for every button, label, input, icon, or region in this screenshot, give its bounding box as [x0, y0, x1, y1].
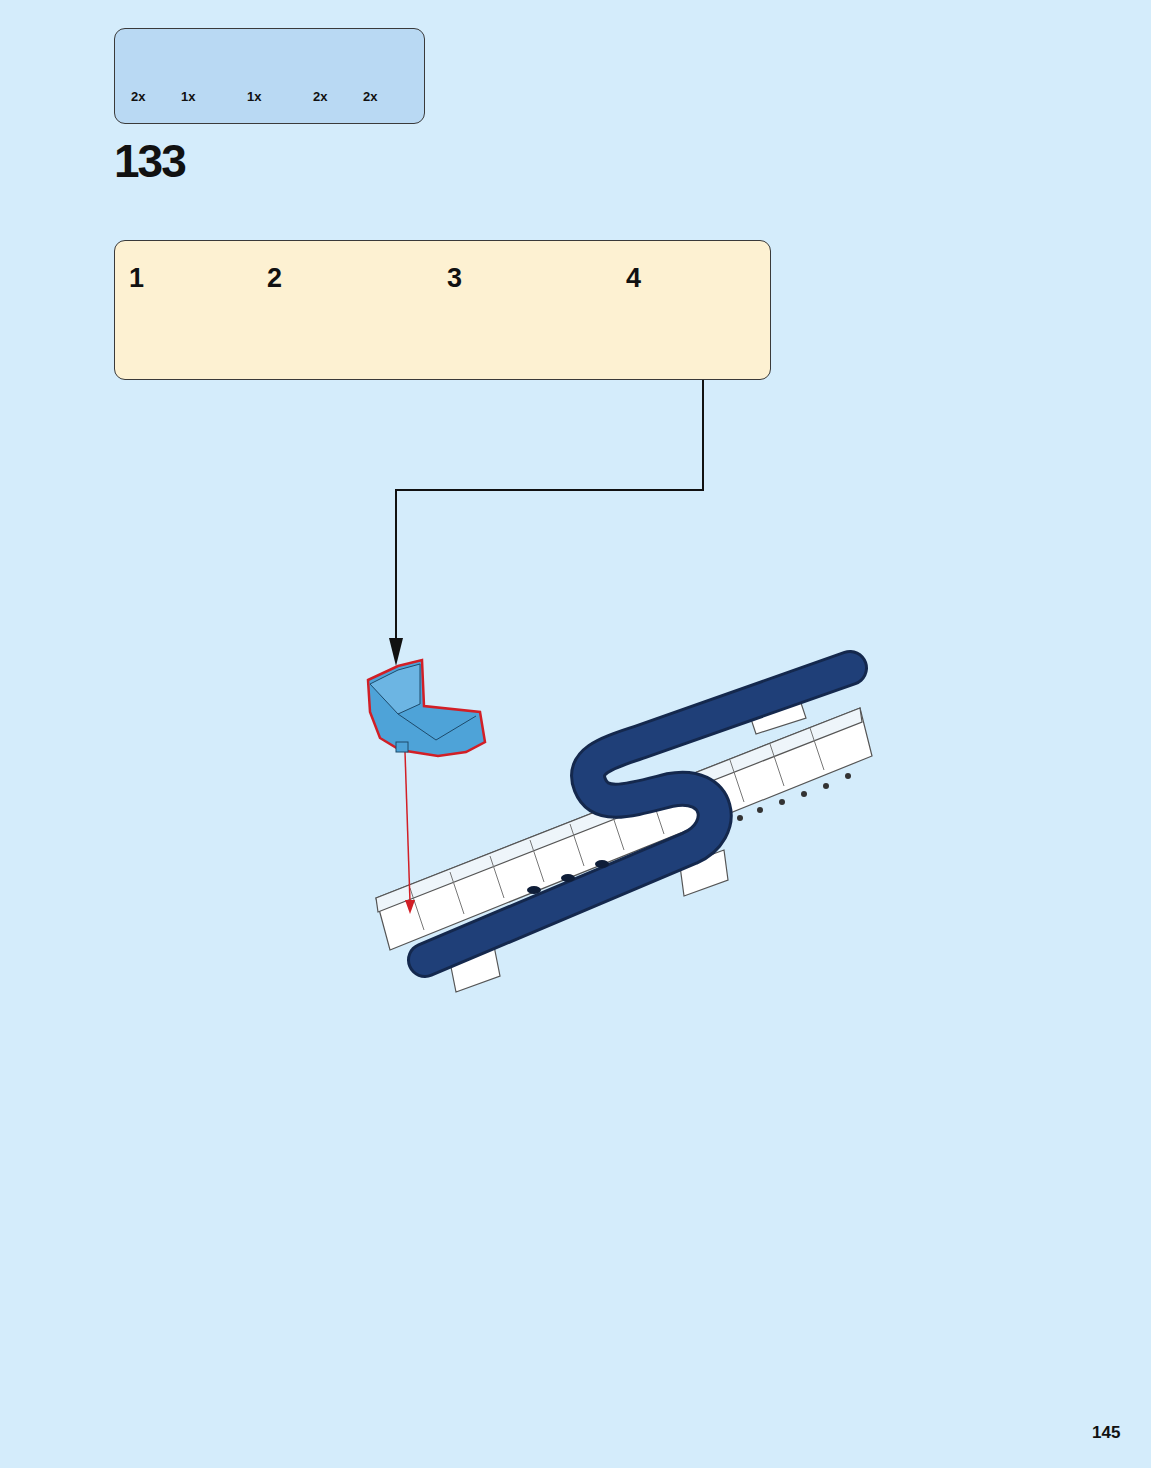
part-quantity: 2x — [131, 90, 145, 103]
page-number: 145 — [1092, 1424, 1120, 1441]
arrowhead — [389, 638, 403, 666]
placement-arrow — [405, 752, 410, 902]
substep-number: 2 — [267, 265, 282, 292]
substep-panel: 1 2 3 4 — [114, 240, 771, 380]
part-quantity: 2x — [363, 90, 377, 103]
part-quantity: 2x — [313, 90, 327, 103]
sub-assembly — [368, 660, 485, 756]
arrowhead — [405, 900, 415, 914]
callout-line — [396, 380, 703, 650]
model-track — [425, 668, 850, 960]
parts-list-box: 2x 1x 1x 2x 2x — [114, 28, 425, 124]
part-quantity: 1x — [247, 90, 261, 103]
part-quantity: 1x — [181, 90, 195, 103]
substep-number: 4 — [626, 265, 641, 292]
substep-number: 1 — [129, 265, 144, 292]
substep-number: 3 — [447, 265, 462, 292]
step-number: 133 — [114, 138, 185, 184]
